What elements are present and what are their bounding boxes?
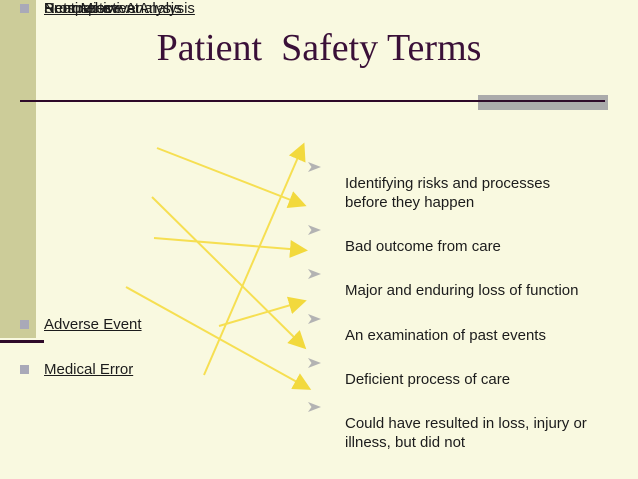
title-rule: [20, 100, 605, 102]
arrow-bullet-icon: [307, 140, 323, 172]
connector-line: [153, 237, 308, 259]
arrow-bullet-icon: [307, 380, 323, 412]
connector-line: [151, 196, 307, 350]
term-item-prospective-analysis: Prospective Analysis: [20, 0, 182, 18]
connector-line: [125, 286, 312, 390]
term-link[interactable]: Sentinel event: [44, 0, 140, 17]
definition-item: Bad outcome from care: [308, 199, 625, 256]
term-link[interactable]: Retrospective Analysis: [44, 0, 195, 17]
term-link[interactable]: Adverse Event: [44, 316, 142, 333]
connector-line: [203, 142, 306, 376]
definition-text: Deficient process of care: [345, 371, 511, 388]
definition-text: Major and enduring loss of function: [345, 282, 579, 299]
term-link[interactable]: Near Miss: [44, 0, 112, 17]
term-item-adverse-event: Adverse Event: [20, 316, 142, 334]
definition-item: An examination of past events: [308, 288, 625, 345]
definition-item: Major and enduring loss of function: [308, 243, 625, 300]
square-bullet-icon: [20, 4, 29, 13]
definition-text: Could have resulted in loss, injury or i…: [345, 415, 587, 451]
arrow-bullet-icon: [307, 292, 323, 324]
connector-line: [156, 147, 307, 209]
definition-item: Identifying risks and processes before t…: [308, 136, 625, 212]
term-link[interactable]: Medical Error: [44, 361, 134, 378]
definition-text: Bad outcome from care: [345, 238, 501, 255]
square-bullet-icon: [20, 365, 29, 374]
sidebar-accent-bar: [0, 0, 36, 338]
arrow-bullet-icon: [307, 336, 323, 368]
connector-line: [218, 296, 307, 327]
arrow-bullet-icon: [307, 247, 323, 279]
sidebar-accent-underline: [0, 340, 44, 343]
arrow-bullet-icon: [307, 203, 323, 235]
definition-text: Identifying risks and processes before t…: [345, 175, 551, 211]
term-item-medical-error: Medical Error: [20, 361, 134, 379]
term-link[interactable]: Prospective Analysis: [44, 0, 182, 17]
page-title: Patient Safety Terms: [156, 27, 482, 69]
definition-text: An examination of past events: [345, 327, 546, 344]
title-rule-gray-block: [478, 95, 608, 110]
definition-item: Deficient process of care: [308, 332, 625, 389]
square-bullet-icon: [20, 320, 29, 329]
definition-item: Could have resulted in loss, injury or i…: [308, 376, 625, 452]
